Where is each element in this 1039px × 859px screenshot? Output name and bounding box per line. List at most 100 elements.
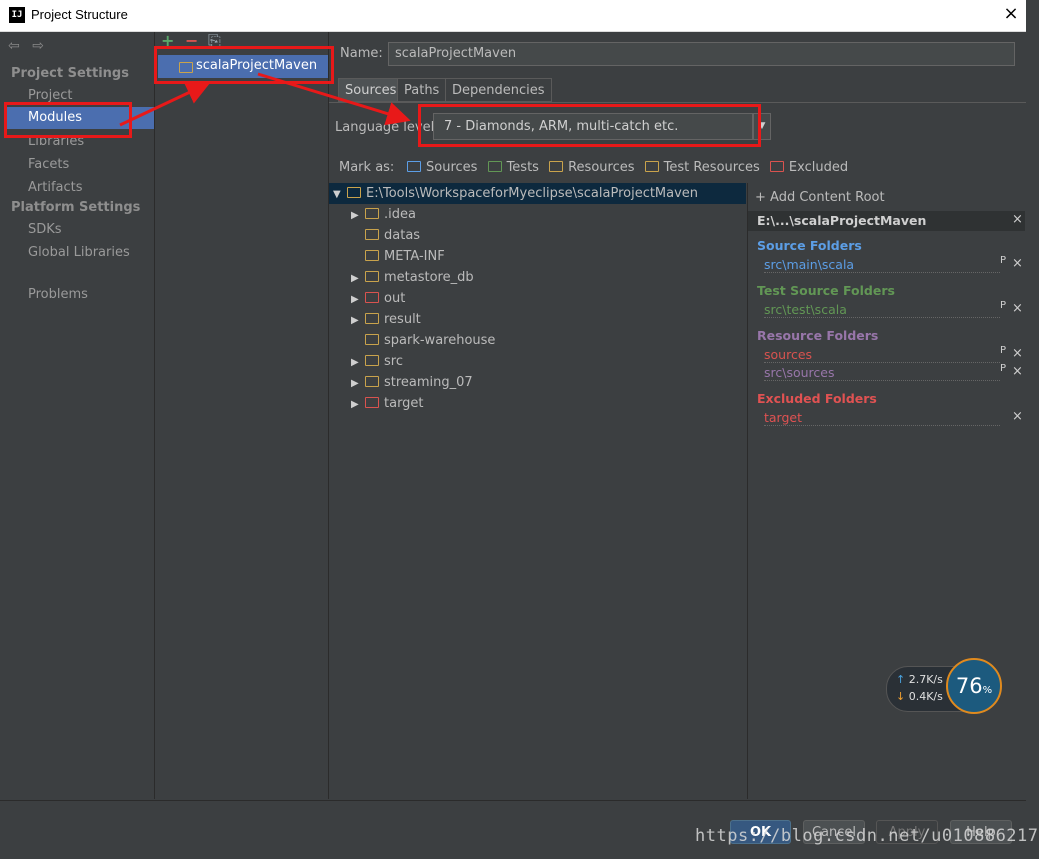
tree-folder-label: datas: [384, 228, 421, 243]
forward-arrow-icon[interactable]: ⇨: [32, 38, 44, 54]
module-item-label: scalaProjectMaven: [196, 58, 318, 73]
platform-settings-heading: Platform Settings: [11, 200, 141, 215]
close-icon[interactable]: ×: [1003, 3, 1019, 24]
resource-folder-icon: [549, 161, 564, 172]
collapsed-triangle-icon[interactable]: ▶: [351, 294, 359, 305]
excluded-folders-title: Excluded Folders: [757, 391, 877, 406]
collapsed-triangle-icon[interactable]: ▶: [351, 210, 359, 221]
back-arrow-icon[interactable]: ⇦: [8, 38, 20, 54]
tree-folder-row[interactable]: ▶ result: [329, 309, 746, 330]
properties-icon[interactable]: P: [1000, 255, 1007, 266]
test-folder-path: src\test\scala: [764, 302, 1000, 318]
folder-icon: [365, 313, 379, 324]
mark-sources-button[interactable]: Sources: [407, 160, 477, 175]
remove-resource-icon[interactable]: ×: [1012, 364, 1023, 379]
sidebar-item-facets[interactable]: Facets: [28, 157, 70, 172]
copy-module-icon[interactable]: ⎘: [208, 31, 221, 50]
tree-folder-label: .idea: [384, 207, 416, 222]
resource-folders-title: Resource Folders: [757, 328, 879, 343]
tree-folder-label: src: [384, 354, 403, 369]
tree-folder-row[interactable]: ▶streaming_07: [329, 372, 746, 393]
remove-resource-icon[interactable]: ×: [1012, 346, 1023, 361]
name-label: Name:: [340, 46, 383, 61]
mark-tests-button[interactable]: Tests: [487, 160, 539, 175]
folder-icon: [365, 208, 379, 219]
tree-folder-label: result: [384, 312, 421, 327]
cancel-button[interactable]: Cancel: [803, 820, 865, 844]
mark-excluded-button[interactable]: Excluded: [769, 160, 848, 175]
settings-sidebar: [1, 32, 155, 799]
tree-folder-row[interactable]: META-INF: [329, 246, 746, 267]
mark-as-toolbar: Sources Tests Resources Test Resources E…: [407, 160, 848, 175]
properties-icon[interactable]: P: [1000, 363, 1007, 374]
annotation-box-language-level: [418, 104, 761, 147]
remove-test-icon[interactable]: ×: [1012, 301, 1023, 316]
sidebar-item-global-libraries[interactable]: Global Libraries: [28, 245, 130, 260]
collapsed-triangle-icon[interactable]: ▶: [351, 315, 359, 326]
add-content-root-button[interactable]: + Add Content Root: [755, 190, 885, 205]
watermark-text: https://blog.csdn.net/u010886217: [695, 826, 1039, 846]
properties-icon[interactable]: P: [1000, 300, 1007, 311]
resource-folder-path: sources: [764, 347, 1000, 363]
network-speed-widget: ↑ 2.7K/s ↓ 0.4K/s 76%: [886, 658, 1004, 716]
tab-sources[interactable]: Sources: [338, 78, 404, 102]
test-folder-icon: [487, 161, 502, 172]
tree-root-row[interactable]: ▼E:\Tools\WorkspaceforMyeclipse\scalaPro…: [329, 183, 746, 204]
sidebar-item-modules[interactable]: Modules: [4, 107, 154, 129]
tree-folder-row[interactable]: ▶ .idea: [329, 204, 746, 225]
language-level-select[interactable]: 7 - Diamonds, ARM, multi-catch etc.: [433, 113, 753, 140]
tree-folder-row[interactable]: ▶ target: [329, 393, 746, 414]
chevron-down-icon[interactable]: ▼: [753, 113, 771, 140]
mark-resources-button[interactable]: Resources: [549, 160, 634, 175]
content-root-path: E:\...\scalaProjectMaven: [757, 213, 927, 228]
language-level-label: Language level:: [335, 120, 439, 135]
collapsed-triangle-icon[interactable]: ▶: [351, 273, 359, 284]
collapsed-triangle-icon[interactable]: ▶: [351, 399, 359, 410]
tree-folder-row[interactable]: ▶ metastore_db: [329, 267, 746, 288]
collapsed-triangle-icon[interactable]: ▶: [351, 357, 359, 368]
tree-folder-row[interactable]: datas: [329, 225, 746, 246]
tree-folder-label: metastore_db: [384, 270, 474, 285]
tree-folder-label: target: [384, 396, 424, 411]
folder-icon: [365, 334, 379, 345]
collapsed-triangle-icon[interactable]: ▶: [351, 378, 359, 389]
tree-folder-row[interactable]: ▶ out: [329, 288, 746, 309]
tab-divider: [329, 102, 1026, 103]
ok-button[interactable]: OK: [730, 820, 791, 844]
tree-folder-row[interactable]: ▶ src: [329, 351, 746, 372]
annotation-box-module: [154, 46, 334, 84]
annotation-arrow: [257, 72, 411, 126]
remove-module-icon[interactable]: −: [185, 31, 199, 50]
tree-folder-label: out: [384, 291, 406, 306]
module-list-pane: [155, 32, 329, 799]
remove-excluded-icon[interactable]: ×: [1012, 409, 1023, 424]
sidebar-item-problems[interactable]: Problems: [28, 287, 88, 302]
intellij-logo-icon: IJ: [9, 7, 25, 23]
sidebar-item-sdks[interactable]: SDKs: [28, 222, 62, 237]
sidebar-item-project[interactable]: Project: [28, 88, 73, 103]
sidebar-item-artifacts[interactable]: Artifacts: [28, 180, 83, 195]
tree-folder-row[interactable]: spark-warehouse: [329, 330, 746, 351]
add-module-icon[interactable]: +: [161, 31, 175, 50]
download-speed: ↓ 0.4K/s: [896, 690, 943, 703]
memory-gauge[interactable]: 76%: [946, 658, 1002, 714]
module-name-input[interactable]: scalaProjectMaven: [388, 42, 1015, 66]
folder-icon: [365, 376, 379, 387]
help-button[interactable]: Help: [950, 820, 1012, 844]
module-folder-icon: [179, 62, 193, 73]
test-source-folders-title: Test Source Folders: [757, 283, 895, 298]
tree-folder-label: spark-warehouse: [384, 333, 496, 348]
remove-root-icon[interactable]: ×: [1012, 212, 1023, 227]
folder-icon: [365, 271, 379, 282]
expanded-triangle-icon[interactable]: ▼: [333, 189, 341, 200]
module-item-scalaprojectmaven[interactable]: scalaProjectMaven: [158, 55, 328, 78]
tab-dependencies[interactable]: Dependencies: [445, 78, 552, 102]
apply-button[interactable]: Apply: [876, 820, 938, 844]
excluded-folder-icon: [365, 292, 379, 303]
properties-icon[interactable]: P: [1000, 345, 1007, 356]
mark-as-label: Mark as:: [339, 160, 395, 175]
remove-source-icon[interactable]: ×: [1012, 256, 1023, 271]
mark-test-resources-button[interactable]: Test Resources: [644, 160, 760, 175]
folder-icon: [365, 229, 379, 240]
